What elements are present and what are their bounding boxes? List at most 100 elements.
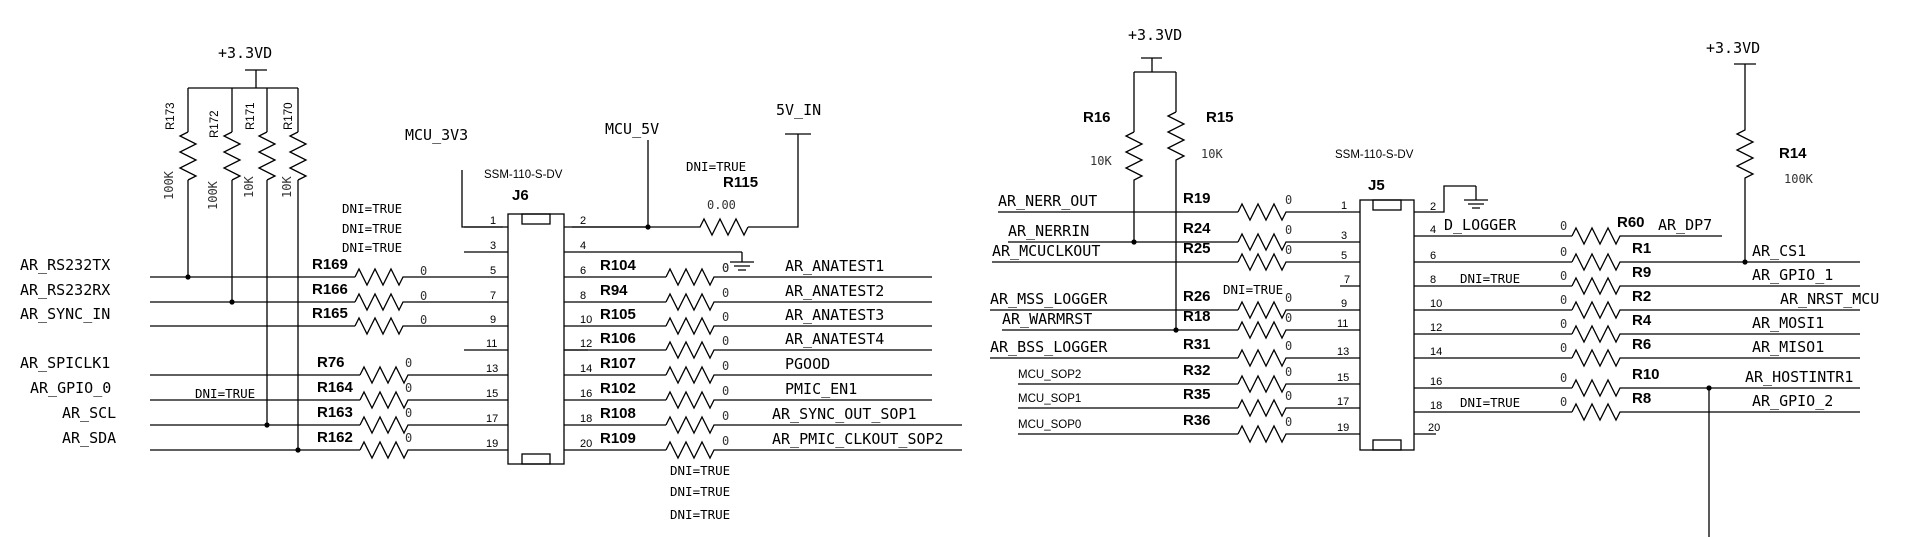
connector-pin: 17 bbox=[1337, 396, 1349, 408]
resistor-wire bbox=[150, 292, 508, 312]
r15-ref: R15 bbox=[1206, 109, 1234, 126]
net-label: AR_MISO1 bbox=[1752, 338, 1824, 356]
connector-pin: 5 bbox=[1341, 250, 1347, 262]
resistor-wire bbox=[1414, 252, 1860, 272]
resistor-wire bbox=[1018, 374, 1360, 394]
resistor-value: 0 bbox=[405, 431, 412, 445]
resistor-value: 0 bbox=[1560, 341, 1567, 355]
dni-stack-3: DNI=TRUE bbox=[342, 240, 402, 255]
resistor-value: 0 bbox=[1285, 291, 1292, 305]
resistor-value: 0 bbox=[1560, 219, 1567, 233]
resistor-wire bbox=[1414, 324, 1860, 344]
resistor-value: 0 bbox=[1285, 243, 1292, 257]
resistor-ref: R102 bbox=[600, 380, 636, 397]
j6-pin-1: 1 bbox=[490, 215, 496, 227]
resistor-value: 0 bbox=[405, 406, 412, 420]
net-label: AR_CS1 bbox=[1752, 242, 1806, 260]
connector-pin: 9 bbox=[490, 314, 496, 326]
resistor-value: 0 bbox=[420, 289, 427, 303]
dni-stack-1: DNI=TRUE bbox=[342, 201, 402, 216]
net-label: AR_WARMRST bbox=[1002, 310, 1092, 328]
resistor-ref: R107 bbox=[600, 355, 636, 372]
net-label: AR_NRST_MCU bbox=[1780, 290, 1879, 308]
resistor-value: 0 bbox=[722, 384, 729, 398]
j6-stub-pins bbox=[464, 226, 742, 351]
net-label: PGOOD bbox=[785, 355, 830, 373]
resistor-ref: R2 bbox=[1632, 288, 1651, 305]
resistor-wire bbox=[564, 415, 962, 435]
connector-pin: 16 bbox=[1430, 376, 1442, 388]
resistor-ref: R24 bbox=[1183, 220, 1211, 237]
resistor-ref: R106 bbox=[600, 330, 636, 347]
net-label: AR_DP7 bbox=[1658, 216, 1712, 234]
net-5v-in: 5V_IN bbox=[776, 101, 821, 119]
resistor-ref: R166 bbox=[312, 281, 348, 298]
pullup-value-r171: 10K bbox=[242, 176, 256, 198]
dni-r9: DNI=TRUE bbox=[1460, 271, 1520, 286]
resistor-value: 0 bbox=[722, 359, 729, 373]
resistor-wire bbox=[564, 440, 962, 460]
pullup-value-r173: 100K bbox=[162, 170, 176, 200]
resistor-r115 bbox=[572, 217, 749, 237]
r115-ref: R115 bbox=[723, 174, 758, 191]
resistor-ref: R31 bbox=[1183, 336, 1211, 353]
resistor-wire bbox=[1018, 398, 1360, 418]
wire-5v-in bbox=[748, 133, 811, 228]
resistor-wire bbox=[150, 390, 508, 410]
connector-pin: 6 bbox=[1430, 250, 1436, 262]
connector-pin: 20 bbox=[580, 438, 592, 450]
dni-stack-2: DNI=TRUE bbox=[342, 221, 402, 236]
connector-pin: 7 bbox=[490, 290, 496, 302]
resistor-ref: R35 bbox=[1183, 386, 1211, 403]
j5-key-bottom bbox=[1372, 439, 1402, 451]
net-label: MCU_SOP2 bbox=[1018, 369, 1081, 381]
resistor-ref: R76 bbox=[317, 354, 345, 371]
j6-pin-11: 11 bbox=[486, 338, 497, 350]
power-label-3v3-left: +3.3VD bbox=[218, 44, 272, 62]
resistor-value: 0 bbox=[405, 356, 412, 370]
connector-pin: 15 bbox=[1337, 372, 1349, 384]
pullup-value-r170: 10K bbox=[280, 176, 294, 198]
j6-pin-4: 4 bbox=[580, 240, 586, 252]
pullup-top-wires bbox=[187, 88, 299, 132]
resistor-ref: R104 bbox=[600, 257, 637, 274]
resistor-ref: R9 bbox=[1632, 264, 1651, 281]
resistor-wire bbox=[564, 340, 932, 360]
pullup-ref-r172: R172 bbox=[209, 111, 221, 139]
net-label: AR_PMIC_CLKOUT_SOP2 bbox=[772, 430, 944, 448]
net-label: AR_RS232TX bbox=[20, 256, 110, 274]
connector-pin: 18 bbox=[580, 413, 592, 425]
r16-ref: R16 bbox=[1083, 109, 1111, 126]
net-label: AR_BSS_LOGGER bbox=[990, 338, 1108, 356]
net-mcu-3v3: MCU_3V3 bbox=[405, 126, 468, 144]
net-label: AR_RS232RX bbox=[20, 281, 110, 299]
pullup-ref-r171: R171 bbox=[245, 103, 257, 131]
resistor-ref: R109 bbox=[600, 430, 636, 447]
resistor-wire bbox=[1414, 378, 1860, 398]
ground-symbol-j5 bbox=[1414, 185, 1488, 213]
resistor-ref: R105 bbox=[600, 306, 636, 323]
j6-body bbox=[507, 213, 565, 465]
ground-symbol-j6 bbox=[730, 252, 754, 271]
resistor-ref: R164 bbox=[317, 379, 354, 396]
connector-pin: 1 bbox=[1341, 200, 1347, 212]
j5-body bbox=[1359, 199, 1415, 451]
resistor-value: 0 bbox=[1285, 311, 1292, 325]
resistor-wire bbox=[1008, 232, 1360, 252]
connector-pin: 11 bbox=[1337, 318, 1348, 330]
connector-pin: 3 bbox=[1341, 230, 1347, 242]
connector-pin: 8 bbox=[580, 290, 586, 302]
connector-pin: 19 bbox=[486, 438, 498, 450]
connector-pin: 5 bbox=[490, 265, 496, 277]
net-label: AR_GPIO_2 bbox=[1752, 392, 1833, 410]
resistor-wire bbox=[564, 316, 932, 336]
resistor-wire bbox=[150, 267, 508, 287]
connector-pin: 12 bbox=[1430, 322, 1442, 334]
resistor-wire bbox=[1018, 424, 1360, 444]
net-label: AR_MCUCLKOUT bbox=[992, 242, 1100, 260]
j6-key-bottom bbox=[521, 453, 551, 465]
resistor-wire bbox=[1414, 402, 1860, 422]
connector-pin: 17 bbox=[486, 413, 498, 425]
